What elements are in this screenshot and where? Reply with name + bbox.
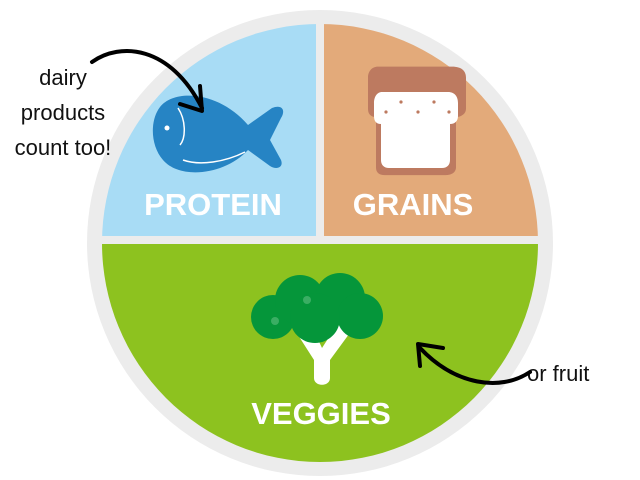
protein-note-line-1: dairy — [39, 65, 87, 90]
fish-icon — [152, 95, 284, 173]
protein-label: PROTEIN — [144, 187, 282, 222]
bread-icon — [368, 66, 466, 176]
broccoli-icon — [251, 273, 383, 385]
veggies-note: or fruit — [527, 361, 589, 386]
protein-note-line-2: products — [21, 100, 105, 125]
grains-label: GRAINS — [353, 187, 474, 222]
protein-note-line-3: count too! — [15, 135, 112, 160]
arrow-icon — [416, 342, 532, 385]
veggies-label: VEGGIES — [251, 396, 391, 431]
arrow-icon — [90, 49, 204, 113]
